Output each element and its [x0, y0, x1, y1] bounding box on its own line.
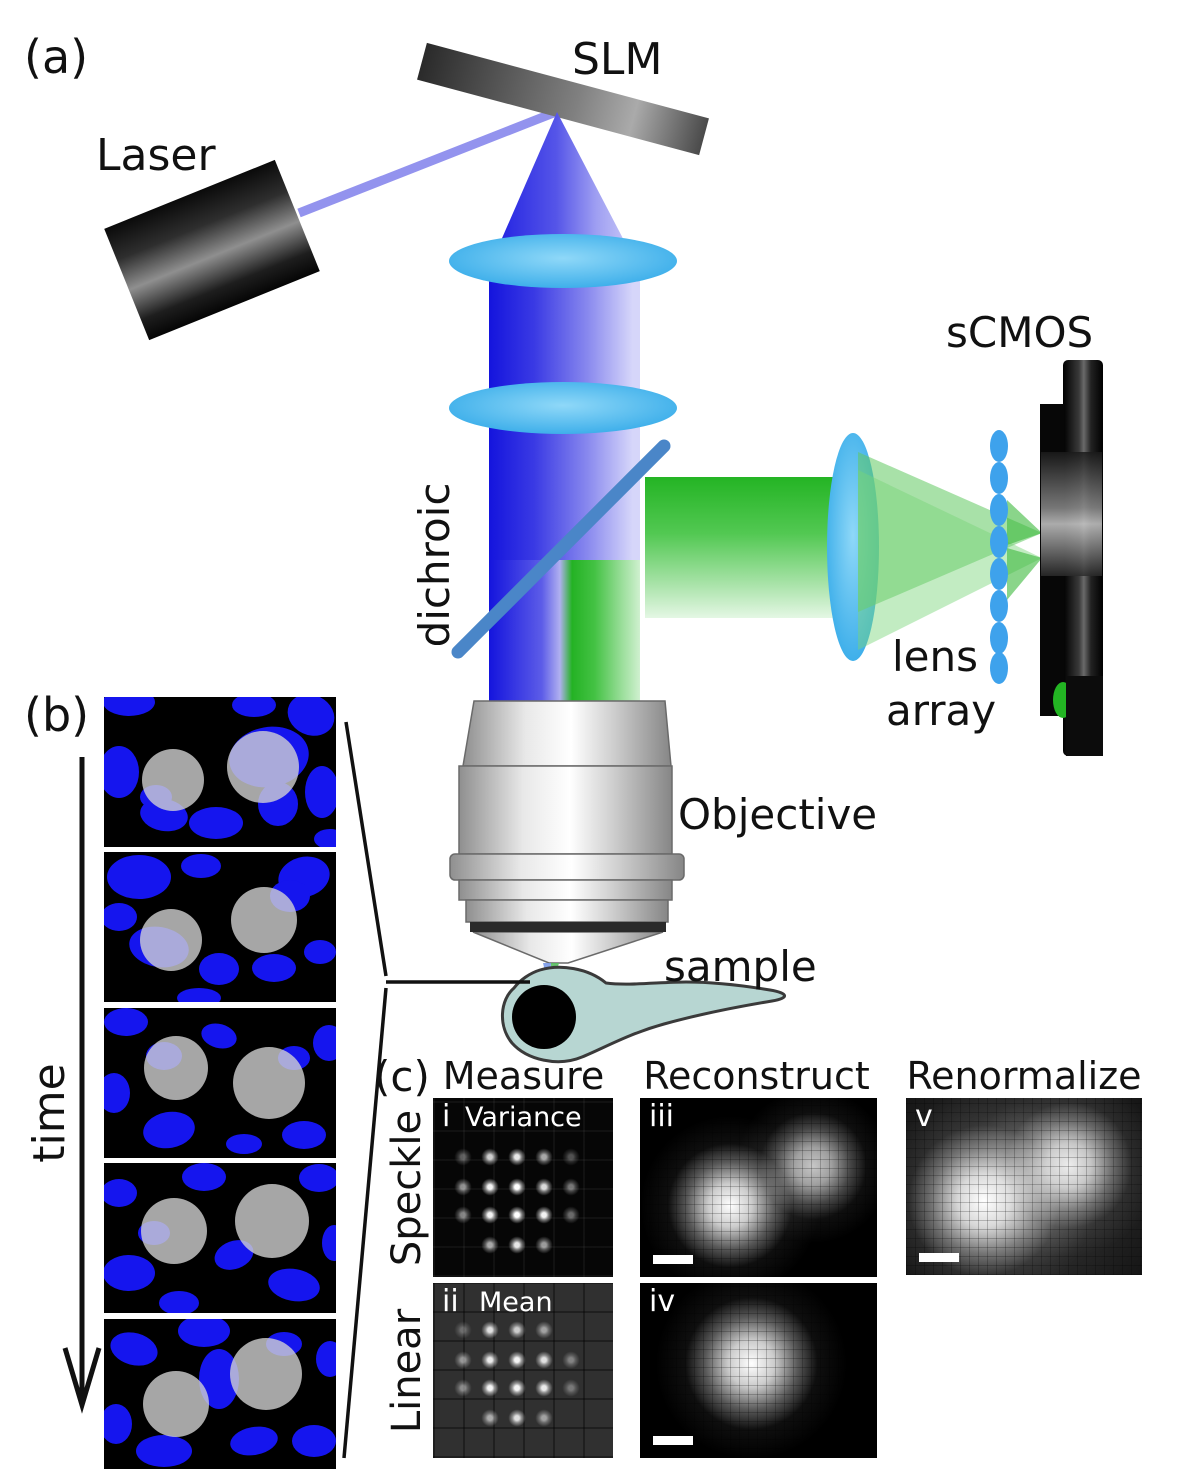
- focus-spot: [535, 1206, 553, 1224]
- focus-spot: [454, 1351, 472, 1369]
- column-header-measure: Measure: [442, 1054, 605, 1098]
- row-label-speckle: Speckle: [384, 1109, 430, 1267]
- emission-beam: [645, 477, 838, 618]
- focus-spot: [481, 1379, 499, 1397]
- focus-spot: [535, 1409, 553, 1427]
- focus-spot: [481, 1321, 499, 1339]
- time-axis-label: time: [24, 1063, 75, 1163]
- row-label-linear: Linear: [384, 1308, 430, 1434]
- lenslet-beam-1: [1007, 500, 1042, 545]
- focused-beam-upper: [858, 452, 1042, 612]
- speckle-frame-4: [104, 1163, 336, 1313]
- panel-ii-title: Mean: [479, 1287, 553, 1318]
- focus-spot: [508, 1178, 526, 1196]
- panel-ii-numeral: ii: [442, 1284, 459, 1319]
- panel-i-title: Variance: [465, 1102, 582, 1133]
- objective-lens: [449, 700, 685, 964]
- speckle-frame-2: [104, 852, 336, 1002]
- focus-spot: [508, 1148, 526, 1166]
- panel-iii-reconstruction-image: iii: [640, 1098, 877, 1277]
- focus-spot: [481, 1409, 499, 1427]
- focus-spot: [562, 1379, 580, 1397]
- objective-label: Objective: [678, 790, 878, 839]
- focus-spot: [535, 1148, 553, 1166]
- scmos-sensor: [1041, 452, 1102, 576]
- panel-v-numeral: v: [915, 1099, 933, 1134]
- scmos-label: sCMOS: [946, 308, 1094, 357]
- panel-ii-mean-image: ii Mean: [433, 1283, 613, 1458]
- column-header-renormalize: Renormalize: [906, 1054, 1142, 1098]
- scale-bar: [653, 1255, 693, 1264]
- focus-spot: [508, 1206, 526, 1224]
- speckle-frame-3: [104, 1008, 336, 1158]
- column-header-reconstruct: Reconstruct: [643, 1054, 870, 1098]
- focus-spot: [508, 1379, 526, 1397]
- focus-spot: [481, 1148, 499, 1166]
- panel-i-variance-image: i Variance: [433, 1098, 613, 1277]
- focus-spot: [562, 1148, 580, 1166]
- focus-spot: [481, 1236, 499, 1254]
- sample-label: sample: [664, 942, 817, 991]
- focus-spot: [454, 1206, 472, 1224]
- focus-spot: [454, 1178, 472, 1196]
- panel-iii-numeral: iii: [649, 1099, 675, 1134]
- lens-array-label-line1: lens: [892, 632, 979, 681]
- focus-spot: [562, 1351, 580, 1369]
- dichroic-mirror: [451, 439, 671, 659]
- lenslet-beam-2: [1007, 548, 1042, 600]
- scale-bar: [653, 1436, 693, 1445]
- focus-spot: [508, 1236, 526, 1254]
- focus-spot: [481, 1178, 499, 1196]
- speckle-frame-1: [104, 697, 336, 847]
- focus-spot: [508, 1409, 526, 1427]
- time-arrow: [62, 757, 102, 1414]
- speckle-frame-5: [104, 1319, 336, 1469]
- lens-array: [990, 430, 1008, 684]
- sample-fish: [500, 965, 786, 1064]
- panel-iv-reconstruction-image: iv: [640, 1283, 877, 1458]
- focus-spot: [535, 1178, 553, 1196]
- objective-black-ring: [470, 922, 666, 932]
- lens-2: [449, 382, 677, 434]
- expansion-cone-beam: [496, 112, 630, 252]
- focused-beam-lower: [858, 470, 1042, 650]
- focus-spot: [454, 1148, 472, 1166]
- focus-spot: [535, 1379, 553, 1397]
- focus-spot: [454, 1321, 472, 1339]
- laser-label: Laser: [96, 130, 216, 181]
- focus-spot: [481, 1351, 499, 1369]
- lens-1: [449, 234, 677, 288]
- scale-bar: [919, 1253, 959, 1262]
- laser-beam: [297, 107, 558, 218]
- dichroic-label: dichroic: [410, 482, 459, 648]
- focus-spot: [481, 1206, 499, 1224]
- camera-body-bottom: [1066, 676, 1103, 756]
- sample-yolk: [512, 985, 576, 1049]
- lens-array-label-line2: array: [886, 686, 997, 735]
- focus-spot: [562, 1206, 580, 1224]
- focus-spot: [508, 1351, 526, 1369]
- panel-i-numeral: i: [442, 1099, 451, 1134]
- panel-c-label: (c): [374, 1052, 430, 1101]
- focus-spot: [535, 1321, 553, 1339]
- callout-lines: [342, 721, 530, 1459]
- focus-spot: [454, 1379, 472, 1397]
- focus-spot: [535, 1236, 553, 1254]
- focus-spot: [508, 1321, 526, 1339]
- slm-label: SLM: [572, 34, 663, 85]
- panel-a-label: (a): [24, 30, 89, 84]
- panel-b-label: (b): [24, 688, 90, 742]
- panel-iv-numeral: iv: [649, 1284, 676, 1319]
- slm-mirror: [417, 42, 709, 156]
- panel-v-renormalized-image: v: [906, 1098, 1142, 1275]
- focus-spot: [562, 1178, 580, 1196]
- focus-spot: [535, 1351, 553, 1369]
- laser-body: [104, 159, 320, 341]
